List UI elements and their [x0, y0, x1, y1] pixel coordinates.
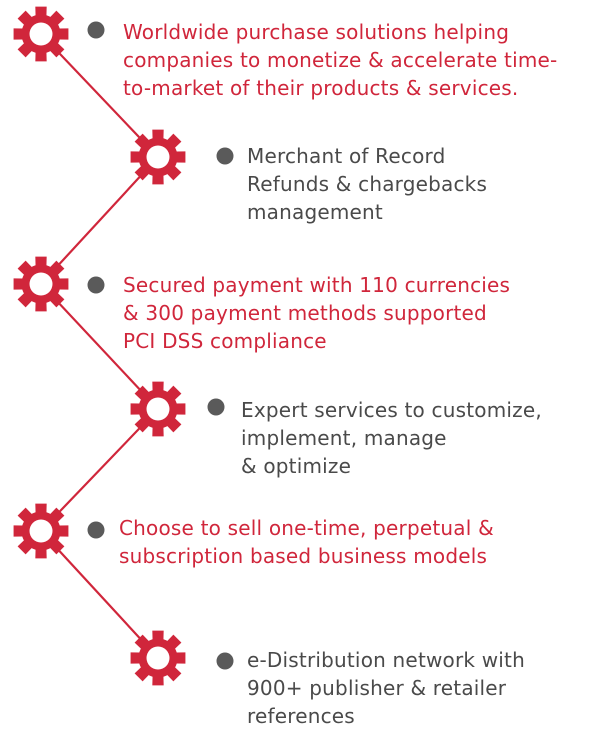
bullet-dot	[87, 21, 105, 39]
gear-icon	[13, 503, 69, 559]
gear-icon	[130, 381, 186, 437]
feature-item-4-line-1: Expert services to customize,	[241, 398, 542, 422]
feature-item-6-line-3: references	[247, 704, 355, 728]
bullet-dot	[207, 398, 225, 416]
feature-item-1: Worldwide purchase solutions helping com…	[123, 18, 557, 102]
gear-hole	[146, 397, 170, 421]
feature-item-2-line-2: Refunds & chargebacks	[247, 172, 488, 196]
gear-icon	[130, 630, 186, 686]
connector-line	[40, 530, 159, 659]
feature-item-6-line-1: e-Distribution network with	[247, 648, 525, 672]
gear-hole	[29, 22, 53, 46]
feature-item-3-line-3: PCI DSS compliance	[123, 329, 327, 353]
feature-item-2: Merchant of Record Refunds & chargebacks…	[247, 142, 487, 226]
feature-item-4-line-3: & optimize	[241, 454, 352, 478]
feature-item-5-line-1: Choose to sell one-time, perpetual &	[119, 516, 494, 540]
feature-item-3-line-1: Secured payment with 110 currencies	[123, 273, 511, 297]
connector-line	[40, 283, 159, 410]
feature-item-1-line-1: Worldwide purchase solutions helping	[123, 20, 510, 44]
gear-hole	[146, 646, 170, 670]
feature-item-5-line-2: subscription based business models	[119, 544, 488, 568]
bullet-dots	[87, 21, 234, 670]
gear-icons	[13, 6, 186, 686]
feature-item-4-line-2: implement, manage	[241, 426, 447, 450]
feature-item-3-line-2: & 300 payment methods supported	[123, 301, 487, 325]
connector-line	[40, 33, 159, 158]
connector-line	[40, 156, 159, 285]
gear-hole	[29, 272, 53, 296]
bullet-dot	[87, 521, 105, 539]
gear-icon	[13, 256, 69, 312]
feature-item-6-line-2: 900+ publisher & retailer	[247, 676, 507, 700]
bullet-dot	[216, 147, 234, 165]
feature-item-5: Choose to sell one-time, perpetual & sub…	[119, 514, 494, 570]
gear-hole	[146, 145, 170, 169]
connector-line	[40, 408, 159, 532]
gear-icon	[130, 129, 186, 185]
bullet-dot	[87, 276, 105, 294]
feature-item-1-line-3: to-market of their products & services.	[123, 76, 519, 100]
feature-item-4: Expert services to customize, implement,…	[241, 396, 542, 480]
feature-item-2-line-3: management	[247, 200, 383, 224]
feature-item-1-line-2: companies to monetize & accelerate time-	[123, 48, 558, 72]
feature-item-3: Secured payment with 110 currencies & 30…	[123, 271, 510, 355]
feature-item-2-line-1: Merchant of Record	[247, 144, 446, 168]
connector-lines	[40, 33, 159, 659]
feature-item-6: e-Distribution network with 900+ publish…	[247, 646, 525, 730]
gear-hole	[29, 519, 53, 543]
bullet-dot	[216, 652, 234, 670]
gear-icon	[13, 6, 69, 62]
